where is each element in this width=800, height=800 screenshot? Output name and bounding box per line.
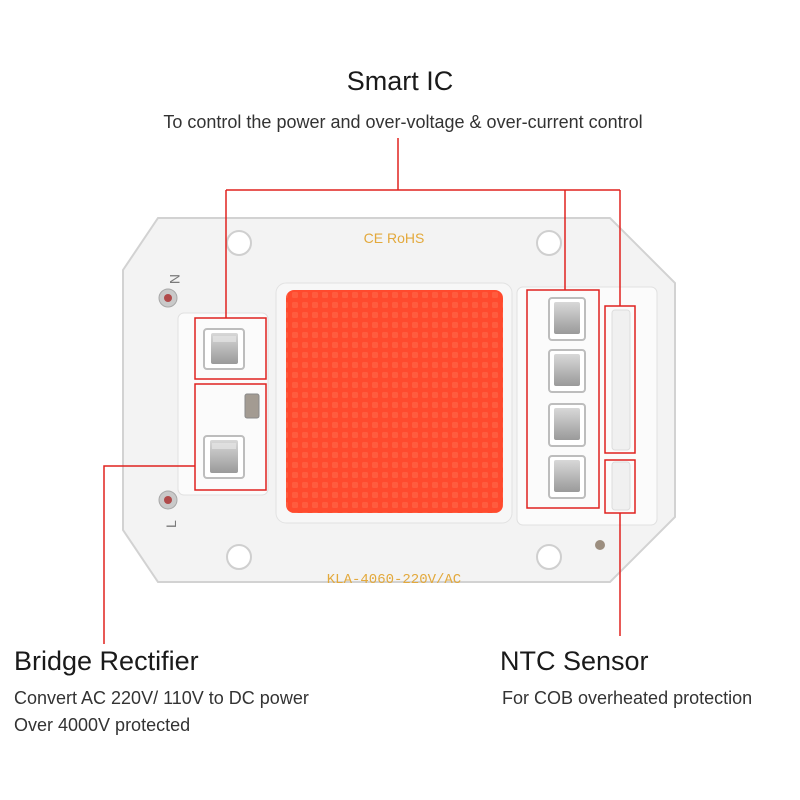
solder-pad-l	[158, 490, 178, 510]
smart-ic-title: Smart IC	[346, 66, 454, 96]
terminal-l-label: L	[163, 520, 179, 528]
right-component-area	[516, 286, 658, 526]
smart-ic-description: To control the power and over-voltage & …	[163, 112, 643, 132]
bridge-rectifier-callout-line	[103, 465, 195, 644]
bridge-rectifier-title: Bridge Rectifier	[14, 646, 199, 676]
smart-ic-chip-3	[548, 403, 586, 447]
bridge-rectifier-description-line1: Convert AC 220V/ 110V to DC power	[14, 688, 309, 708]
smart-ic-highlight-left	[194, 317, 267, 380]
ntc-sensor-title: NTC Sensor	[500, 646, 649, 676]
smart-ic-chip-4	[548, 455, 586, 499]
smart-ic-callout-lines	[225, 138, 621, 318]
test-point	[595, 540, 605, 550]
smart-ic-chip-2	[548, 349, 586, 393]
ntc-sensor-component	[611, 461, 631, 511]
smart-ic-chip-1	[548, 297, 586, 341]
left-component-area	[177, 312, 269, 496]
smart-ic-vertical-component	[611, 309, 631, 451]
certification-marking: CE RoHS	[364, 230, 425, 246]
smart-ic-highlight-right	[526, 289, 600, 509]
resistor-component	[244, 393, 260, 419]
terminal-n-label: N	[167, 274, 183, 284]
smart-ic-chip-left	[203, 328, 245, 370]
bridge-rectifier-highlight	[194, 383, 267, 491]
model-marking: KLA-4060-220V/AC	[327, 572, 461, 588]
mounting-holes	[226, 230, 562, 570]
bridge-rectifier-chip	[203, 435, 245, 479]
solder-pad-n	[158, 288, 178, 308]
smart-ic-highlight-vertical	[604, 305, 636, 454]
bridge-rectifier-description-line2: Over 4000V protected	[14, 715, 191, 735]
ntc-sensor-description: For COB overheated protection	[502, 688, 753, 708]
